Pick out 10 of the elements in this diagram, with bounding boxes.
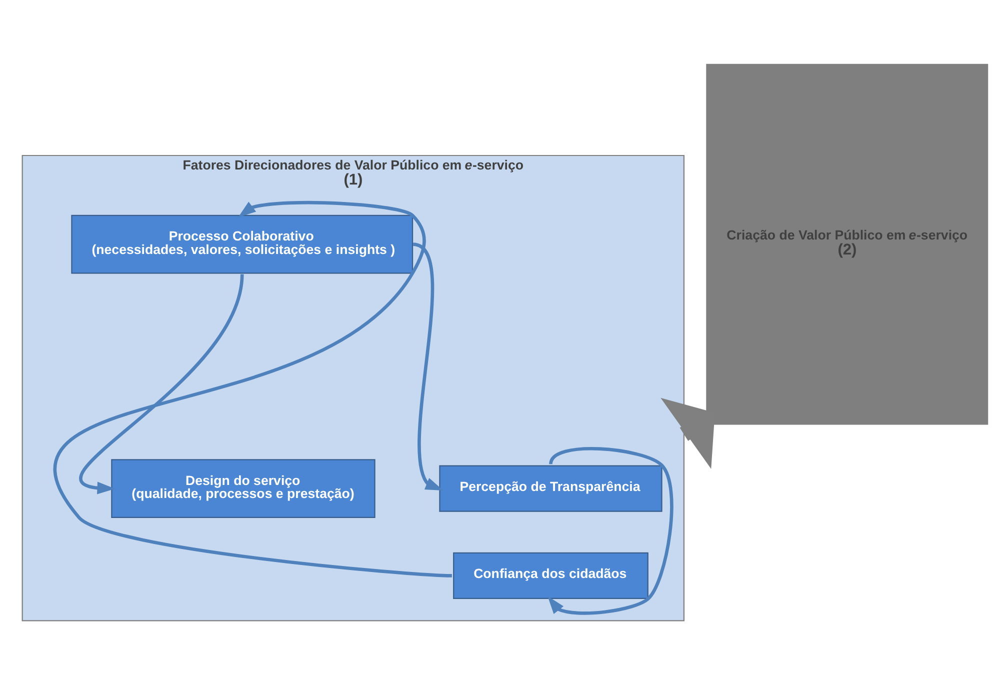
node-box: Criação de Valor Público em e-serviço (2) xyxy=(706,63,988,424)
arrow xyxy=(54,200,452,577)
node-box: Percepção de Transparência xyxy=(438,464,662,512)
arrow xyxy=(547,446,673,614)
node-box: Processo Colaborativo (necessidades, valores, solicitações e insights ) xyxy=(70,214,413,274)
node-box: Confiança dos cidadãos xyxy=(452,552,648,598)
arrow xyxy=(79,274,244,494)
node-box: Design do serviço (qualidade, processos e prestação) xyxy=(110,458,375,518)
arrow xyxy=(660,397,714,468)
arrow xyxy=(412,242,443,490)
